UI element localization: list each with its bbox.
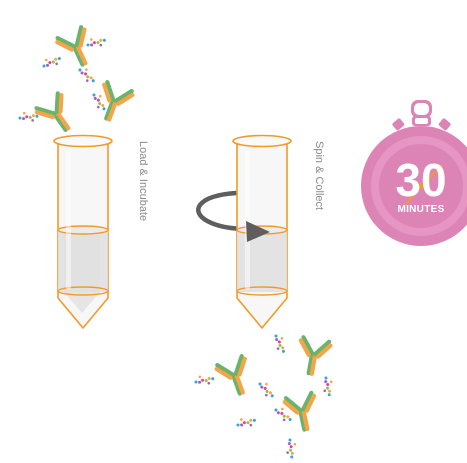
- step-label-load-incubate: Load & Incubate: [137, 141, 149, 221]
- sample-molecule-icon: [193, 372, 215, 388]
- antibody-icon: [215, 355, 256, 399]
- sample-molecule-icon: [284, 438, 298, 460]
- sample-molecule-icon: [270, 332, 290, 355]
- sample-molecule-icon: [320, 375, 336, 397]
- step-label-spin-collect: Spin & Collect: [313, 141, 325, 210]
- microcentrifuge-tube-icon: [54, 136, 112, 329]
- sample-molecule-icon: [40, 52, 63, 72]
- sample-molecule-icon: [85, 34, 108, 51]
- antibody-icon: [295, 336, 331, 377]
- antibody-icon: [284, 392, 321, 433]
- sample-molecule-icon: [75, 65, 98, 86]
- antibody-icon: [56, 26, 98, 71]
- stopwatch-icon: 30 MINUTES: [361, 100, 467, 246]
- sample-molecule-icon: [235, 414, 258, 431]
- collected-sample-cluster: [193, 332, 336, 459]
- timer-unit: MINUTES: [397, 204, 444, 215]
- antibody-icon: [35, 92, 80, 139]
- timer-value: 30: [395, 154, 446, 206]
- input-sample-cluster: [18, 26, 134, 139]
- sample-molecule-icon: [255, 379, 277, 400]
